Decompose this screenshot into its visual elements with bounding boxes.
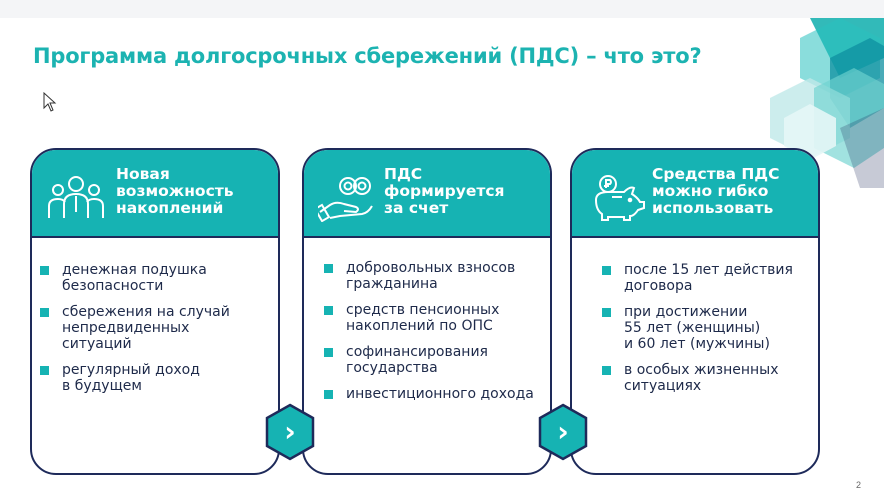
- list-item: денежная подушка безопасности: [40, 262, 230, 294]
- list-item: регулярный доход в будущем: [40, 362, 230, 394]
- card-new-opportunity: Новая возможность накоплений денежная по…: [30, 148, 280, 475]
- top-strip: [0, 0, 884, 18]
- hand-coins-icon: [318, 177, 373, 222]
- list-item: в особых жизненных ситуациях: [602, 362, 793, 394]
- piggy-bank-icon: [594, 175, 645, 221]
- list-item: сбережения на случай непредвиденных ситу…: [40, 304, 230, 352]
- card-list: после 15 лет действия договора при дости…: [602, 262, 793, 394]
- people-group-icon: [48, 176, 104, 218]
- list-item: инвестиционного дохода: [324, 386, 534, 402]
- card-title: Средства ПДС можно гибко использовать: [652, 165, 780, 217]
- list-item: софинансирования государства: [324, 344, 534, 376]
- page-number: 2: [856, 480, 862, 490]
- card-header: Средства ПДС можно гибко использовать: [572, 150, 818, 238]
- mouse-cursor-icon: [43, 92, 57, 112]
- chevron-right-icon: ›: [557, 415, 569, 448]
- card-header: ПДС формируется за счет: [304, 150, 550, 238]
- next-arrow-hexagon: ›: [538, 403, 588, 461]
- card-list: денежная подушка безопасности сбережения…: [40, 262, 230, 394]
- card-formed-by: ПДС формируется за счет добровольных взн…: [302, 148, 552, 475]
- card-title: Новая возможность накоплений: [116, 165, 234, 217]
- list-item: после 15 лет действия договора: [602, 262, 793, 294]
- next-arrow-hexagon: ›: [265, 403, 315, 461]
- list-item: добровольных взносов гражданина: [324, 260, 534, 292]
- list-item: при достижении 55 лет (женщины) и 60 лет…: [602, 304, 793, 352]
- card-flexible-use: Средства ПДС можно гибко использовать по…: [570, 148, 820, 475]
- decorative-hexagon-pattern: [770, 18, 884, 188]
- slide-title: Программа долгосрочных сбережений (ПДС) …: [33, 44, 702, 68]
- list-item: средств пенсионных накоплений по ОПС: [324, 302, 534, 334]
- card-title: ПДС формируется за счет: [384, 165, 505, 217]
- card-list: добровольных взносов гражданина средств …: [324, 260, 534, 402]
- card-header: Новая возможность накоплений: [32, 150, 278, 238]
- chevron-right-icon: ›: [284, 415, 296, 448]
